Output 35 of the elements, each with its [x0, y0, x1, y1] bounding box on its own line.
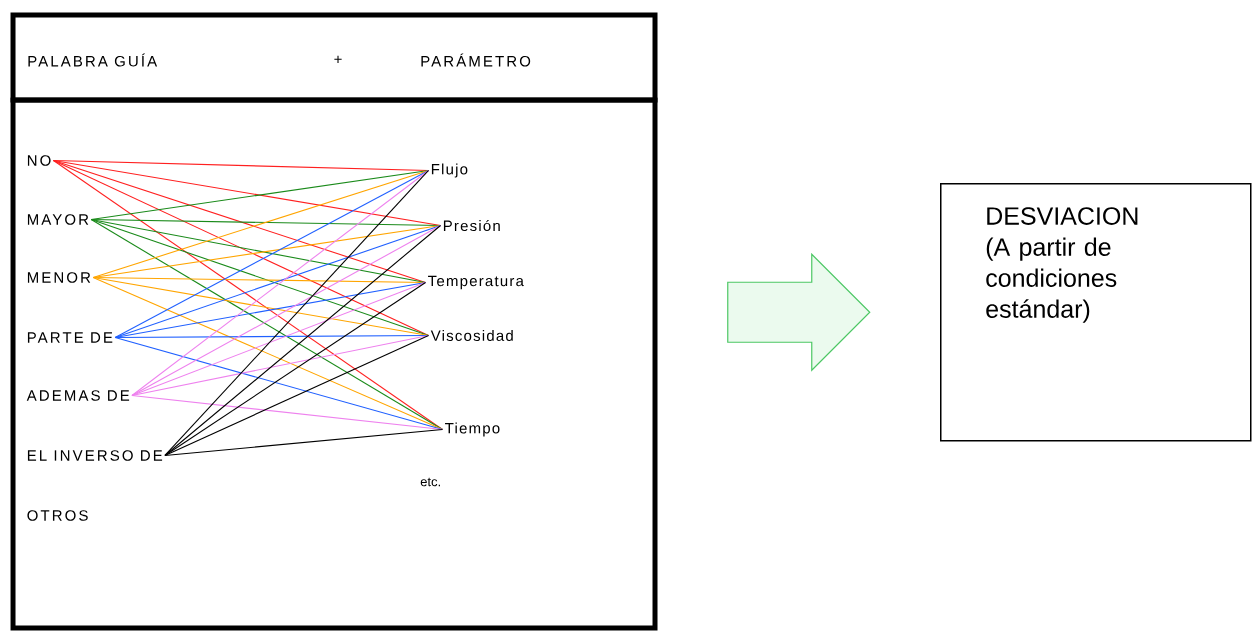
- guide-word: EL INVERSO DE: [27, 450, 163, 461]
- connector-line: [90, 218, 427, 284]
- note-text: etc.: [420, 477, 440, 487]
- connector-line: [52, 159, 444, 431]
- connector-line: [114, 281, 427, 339]
- header-text: PALABRA GUÍA: [28, 53, 158, 67]
- guide-word: ADEMAS DE: [26, 390, 130, 401]
- connector-line: [92, 276, 444, 431]
- connector-line: [52, 159, 427, 284]
- connector-line: [164, 428, 444, 457]
- connector-line: [92, 276, 430, 337]
- connector-line: [131, 169, 430, 397]
- connector-line: [90, 218, 430, 337]
- block-arrow: [727, 252, 871, 372]
- parameter-word: Presión: [443, 219, 500, 232]
- parameter-word: Tiempo: [445, 422, 500, 437]
- connector-line: [92, 169, 430, 279]
- connector-line: [114, 224, 442, 339]
- result-box: DESVIACION (A partir de condiciones estándar): [940, 183, 1252, 442]
- parameter-word: Flujo: [431, 163, 468, 178]
- header-text: +: [334, 55, 342, 63]
- parameter-word: Temperatura: [428, 275, 524, 290]
- header-text: PARÁMETRO: [421, 53, 531, 67]
- connector-line: [114, 336, 444, 431]
- connector-line: [164, 281, 427, 457]
- panel-box: [10, 97, 658, 631]
- guide-word: MENOR: [27, 272, 91, 283]
- guide-word: MAYOR: [27, 214, 89, 225]
- guide-word: OTROS: [27, 510, 88, 521]
- guide-word: PARTE DE: [27, 332, 113, 343]
- connector-line: [131, 334, 430, 397]
- parameter-word: Viscosidad: [430, 330, 513, 341]
- connector-line: [164, 334, 430, 457]
- guide-word: NO: [27, 155, 51, 166]
- connector-line: [164, 224, 442, 457]
